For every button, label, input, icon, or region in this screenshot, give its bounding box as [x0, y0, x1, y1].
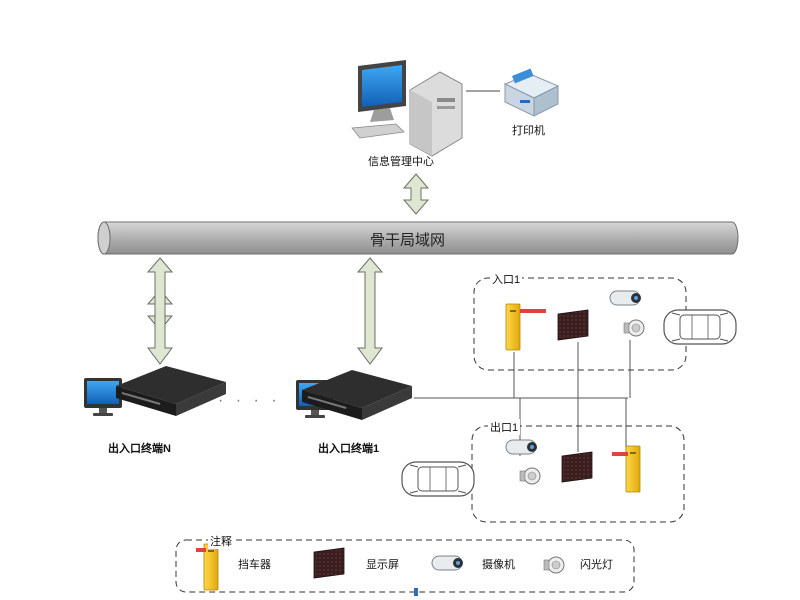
legend-barrier-icon: [203, 543, 219, 591]
terminal-1-label: 出入口终端1: [318, 443, 380, 455]
exit-barrier-icon: [625, 445, 641, 493]
exit-flash-icon: [519, 467, 541, 485]
management-computer-icon: [351, 60, 463, 157]
entrance-car-icon: [663, 309, 737, 345]
terminal-n-dvr-icon: [116, 366, 226, 416]
terminal-1-arrow: [356, 257, 384, 365]
legend-screen-icon: [313, 547, 345, 579]
exit-camera-icon: [505, 439, 538, 455]
legend-barrier-label: 挡车器: [238, 559, 271, 571]
legend-title: 注释: [208, 533, 234, 549]
entrance-zone: [473, 277, 687, 371]
printer-icon: [503, 68, 560, 117]
legend-screen-label: 显示屏: [366, 559, 399, 571]
entrance-flash-icon: [623, 319, 645, 337]
terminal-ellipsis: · · · ·: [218, 392, 281, 409]
legend-box: [175, 539, 635, 593]
lane-bus-lines: [414, 340, 631, 456]
backbone-pipe: [97, 221, 739, 255]
entrance-screen-icon: [557, 309, 589, 341]
printer-label: 打印机: [512, 125, 545, 137]
entrance-label: 入口1: [490, 271, 523, 287]
legend-marker: [414, 588, 418, 596]
management-center-label: 信息管理中心: [368, 156, 434, 168]
exit-barrier-arm: [612, 452, 628, 456]
entrance-camera-icon: [609, 290, 642, 306]
terminal-n-label: 出入口终端N: [108, 443, 171, 455]
legend-barrier-arm: [196, 548, 206, 552]
entrance-barrier-icon: [505, 303, 521, 351]
legend-flash-icon: [543, 556, 565, 574]
terminal-n-arrow-stretch: [146, 257, 174, 365]
center-backbone-arrow: [403, 173, 429, 215]
entrance-barrier-arm: [520, 309, 546, 313]
backbone-label: 骨干局域网: [370, 232, 446, 249]
legend-flash-label: 闪光灯: [580, 559, 613, 571]
legend-camera-label: 摄像机: [482, 559, 515, 571]
exit-car-icon: [401, 461, 475, 497]
exit-label: 出口1: [488, 419, 521, 435]
legend-camera-icon: [431, 555, 464, 571]
exit-screen-icon: [561, 451, 593, 483]
